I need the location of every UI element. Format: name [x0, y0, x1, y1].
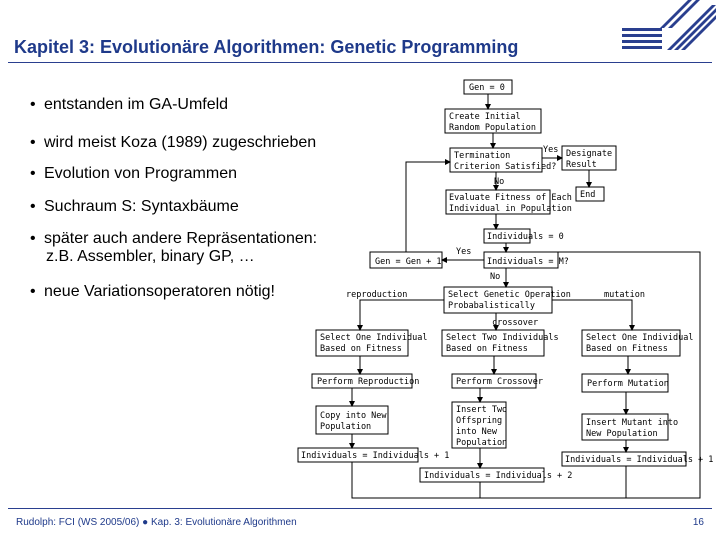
footer-citation: Rudolph: FCI (WS 2005/06) ● Kap. 3: Evol…	[16, 517, 297, 528]
bullet-item: • später auch andere Repräsentationen:z.B…	[30, 230, 317, 266]
bullet-dot: •	[30, 283, 36, 300]
bullet-text: später auch andere Repräsentationen:	[44, 230, 318, 247]
select-one-reproduction-box	[315, 329, 409, 357]
insert-two-label: Offspring	[456, 416, 502, 426]
bullet-dot: •	[30, 230, 36, 247]
bullet-item: • Evolution von Programmen	[30, 165, 237, 183]
increment-two-label: Individuals = Individuals + 2	[424, 471, 572, 481]
connector	[405, 159, 451, 252]
increment-one-label: Individuals = Individuals + 1	[565, 455, 713, 465]
gen-increment-label: Gen = Gen + 1	[375, 257, 442, 267]
bullet-dot: •	[30, 134, 36, 151]
designate-label: Result	[566, 160, 597, 170]
select-operation-label: Probabalistically	[448, 301, 535, 311]
page-number: 16	[692, 517, 704, 528]
copy-label: Copy into New	[320, 411, 387, 421]
evaluate-label: Evaluate Fitness of Each	[449, 193, 572, 203]
connector	[351, 251, 701, 499]
increment-one-label: Individuals = Individuals + 1	[301, 451, 449, 461]
university-logo	[622, 0, 716, 50]
bullet-item: • Suchraum S: Syntaxbäume	[30, 198, 239, 216]
connector	[552, 299, 635, 331]
crossover-label: crossover	[492, 318, 538, 328]
evaluate-label: Individual in Population	[449, 204, 572, 214]
perform-reproduction-label: Perform Reproduction	[317, 377, 419, 387]
perform-mutation-label: Perform Mutation	[587, 379, 669, 389]
gen-zero-label: Gen = 0	[469, 83, 505, 93]
select-one-label: Select One Individual	[320, 333, 427, 343]
page-title: Kapitel 3: Evolutionäre Algorithmen: Gen…	[14, 37, 519, 57]
create-label: Create Initial	[449, 112, 521, 122]
insert-mutant-label: New Population	[586, 429, 658, 439]
select-one-mutation-label: Select One Individual	[586, 333, 693, 343]
bullet-text: wird meist Koza (1989) zugeschrieben	[44, 134, 317, 151]
select-one-label: Based on Fitness	[320, 344, 402, 354]
insert-two-label: Population	[456, 438, 507, 448]
bullet-item: • wird meist Koza (1989) zugeschrieben	[30, 134, 316, 152]
individuals-zero-box	[483, 228, 531, 244]
insert-mutant-box	[581, 413, 669, 441]
select-operation-label: Select Genetic Operation	[448, 290, 571, 300]
individuals-m-label: Individuals = M?	[487, 257, 569, 267]
termination-label: Termination	[454, 151, 510, 161]
select-one-mutation-label: Based on Fitness	[586, 344, 668, 354]
individuals-zero-label: Individuals = 0	[487, 232, 564, 242]
select-two-label: Select Two Individuals	[446, 333, 559, 343]
perform-crossover-label: Perform Crossover	[456, 377, 543, 387]
mutation-label: mutation	[604, 290, 645, 300]
no-label: No	[494, 177, 504, 187]
create-population-box	[444, 108, 542, 134]
end-label: End	[580, 190, 595, 200]
insert-mutant-label: Insert Mutant into	[586, 418, 678, 428]
bullet-subtext: z.B. Assembler, binary GP, …	[46, 248, 255, 265]
increment-one-left-box	[297, 447, 419, 463]
select-two-label: Based on Fitness	[446, 344, 528, 354]
bullet-dot: •	[30, 165, 36, 182]
bullet-text: entstanden im GA-Umfeld	[44, 96, 229, 113]
yes-label: Yes	[456, 247, 471, 257]
copy-label: Population	[320, 422, 371, 432]
no-label: No	[490, 272, 500, 282]
bullet-dot: •	[30, 198, 36, 215]
footer-divider	[8, 508, 712, 509]
bullet-item: • neue Variationsoperatoren nötig!	[30, 283, 275, 301]
select-two-box	[441, 329, 545, 357]
bullet-text: Suchraum S: Syntaxbäume	[44, 198, 239, 215]
bullet-text: Evolution von Programmen	[44, 165, 237, 182]
designate-label: Designate	[566, 149, 612, 159]
insert-two-label: into New	[456, 427, 498, 437]
yes-label: Yes	[543, 145, 558, 155]
insert-two-label: Insert Two	[456, 405, 507, 415]
create-label: Random Population	[449, 123, 536, 133]
header-divider	[8, 62, 712, 63]
bullet-dot: •	[30, 96, 36, 113]
bullet-text: neue Variationsoperatoren nötig!	[44, 283, 275, 300]
termination-label: Criterion Satisfied?	[454, 162, 556, 172]
reproduction-label: reproduction	[346, 290, 407, 300]
bullet-item: • entstanden im GA-Umfeld	[30, 96, 228, 114]
connector	[357, 299, 444, 331]
copy-population-box	[315, 405, 389, 435]
